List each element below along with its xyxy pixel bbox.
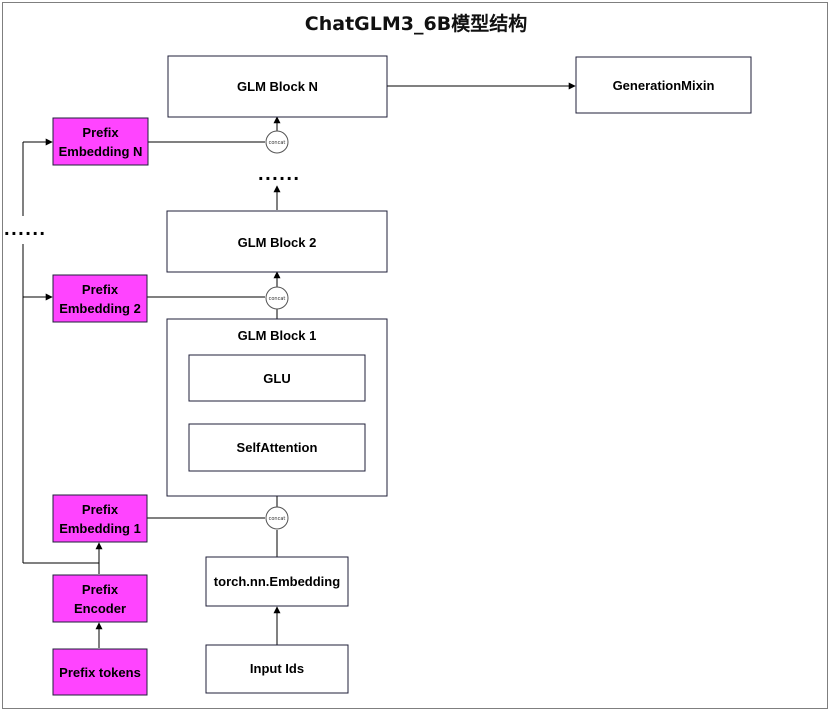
generation-mixin-label: GenerationMixin	[613, 78, 715, 93]
concat-node-2: concat	[265, 286, 289, 310]
prefix-embedding-n: Prefix Embedding N	[52, 117, 149, 166]
glm-block-n: GLM Block N	[167, 55, 388, 118]
prefix-tokens: Prefix tokens	[52, 648, 148, 696]
ellipsis-prefix: ......	[4, 220, 46, 239]
prefix-tokens-label: Prefix tokens	[59, 665, 141, 680]
prefix-embedding-1: Prefix Embedding 1	[52, 494, 148, 543]
concat-node-1-label: concat	[269, 516, 286, 522]
concat-node-1: concat	[265, 506, 289, 530]
glm-block-2-label: GLM Block 2	[238, 235, 317, 250]
prefix-embedding-2: Prefix Embedding 2	[52, 274, 148, 323]
glu-box: GLU	[188, 354, 366, 402]
glu-label: GLU	[263, 371, 290, 386]
input-ids-box: Input Ids	[205, 644, 349, 694]
prefix-encoder-line-2: Encoder	[74, 601, 126, 616]
glm-block-1-label: GLM Block 1	[238, 328, 317, 343]
self-attention-label: SelfAttention	[237, 440, 318, 455]
ellipsis-blocks: ......	[258, 165, 300, 184]
concat-node-n-label: concat	[269, 140, 286, 146]
generation-mixin-box: GenerationMixin	[575, 56, 752, 114]
prefix-embedding-n-line-2: Embedding N	[59, 144, 143, 159]
prefix-embedding-1-line-2: Embedding 1	[59, 521, 141, 536]
prefix-encoder: Prefix Encoder	[52, 574, 148, 623]
prefix-encoder-line-1: Prefix	[82, 582, 119, 597]
prefix-embedding-2-line-2: Embedding 2	[59, 301, 141, 316]
ellipsis-bus-gap	[8, 220, 42, 240]
concat-node-2-label: concat	[269, 296, 286, 302]
prefix-embedding-n-line-1: Prefix	[82, 125, 119, 140]
embedding-box: torch.nn.Embedding	[205, 556, 349, 607]
embedding-label: torch.nn.Embedding	[214, 574, 340, 589]
self-attention-box: SelfAttention	[188, 423, 366, 472]
prefix-embedding-1-line-1: Prefix	[82, 502, 119, 517]
diagram-title: ChatGLM3_6B模型结构	[305, 12, 527, 35]
prefix-embedding-2-line-1: Prefix	[82, 282, 119, 297]
input-ids-label: Input Ids	[250, 661, 304, 676]
concat-node-n: concat	[265, 130, 289, 154]
glm-block-2: GLM Block 2	[166, 210, 388, 273]
glm-block-n-label: GLM Block N	[237, 79, 318, 94]
